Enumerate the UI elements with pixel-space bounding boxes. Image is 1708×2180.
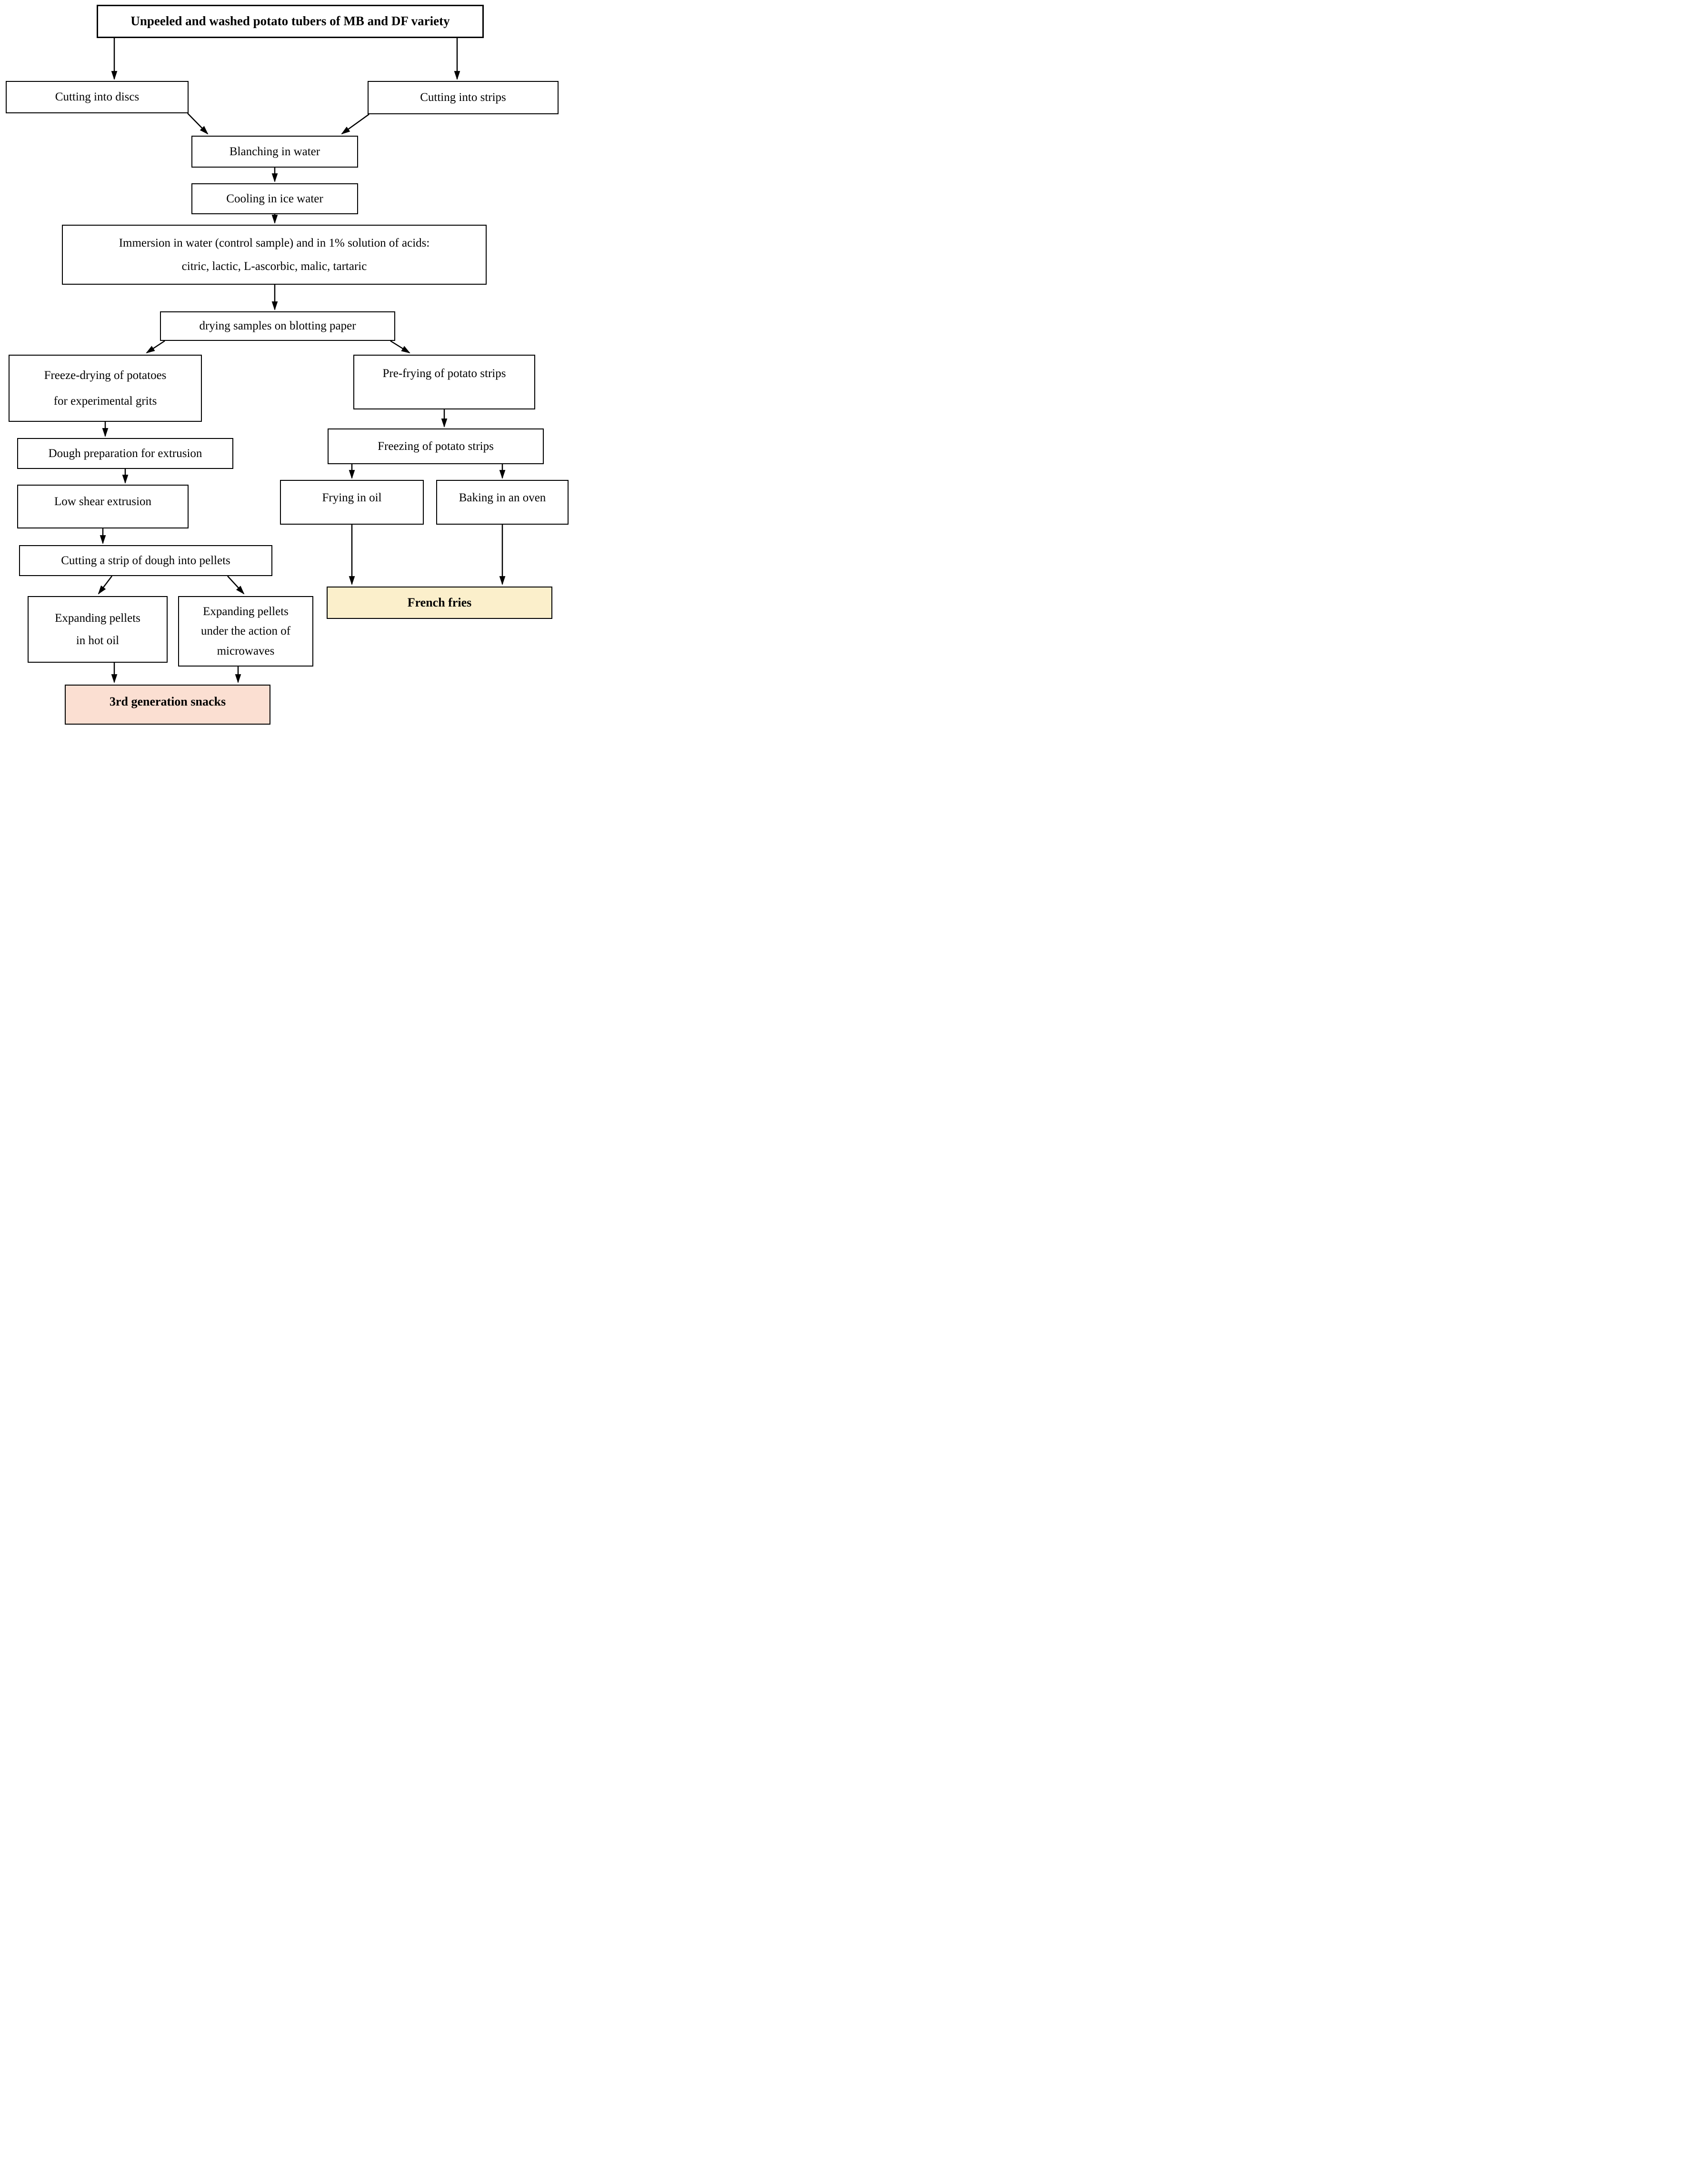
node-label: Pre-frying of potato strips	[382, 367, 506, 380]
node-label: Low shear extrusion	[54, 495, 152, 508]
arrow-discs-to-blanching	[187, 113, 209, 135]
node-unpeeled-washed-potato-tubers: Unpeeled and washed potato tubers of MB …	[97, 5, 484, 38]
node-label: Frying in oil	[322, 491, 382, 504]
node-expanding-pellets-hot-oil: Expanding pellets in hot oil	[28, 596, 168, 663]
node-expanding-pellets-microwaves: Expanding pellets under the action of mi…	[178, 596, 313, 667]
node-cooling-in-ice-water: Cooling in ice water	[191, 183, 358, 214]
node-cutting-dough-into-pellets: Cutting a strip of dough into pellets	[19, 545, 272, 576]
node-label-line2: under the action of	[200, 625, 291, 638]
node-label: Cutting a strip of dough into pellets	[61, 554, 230, 567]
node-label-line3: microwaves	[217, 645, 275, 658]
node-freeze-drying-for-grits: Freeze-drying of potatoes for experiment…	[9, 355, 202, 422]
node-freezing-potato-strips: Freezing of potato strips	[328, 428, 544, 464]
node-label: Unpeeled and washed potato tubers of MB …	[130, 14, 450, 29]
node-label: Baking in an oven	[459, 491, 546, 504]
node-dough-preparation-extrusion: Dough preparation for extrusion	[17, 438, 233, 469]
arrow-pellets-to-expanding-oil	[98, 576, 112, 595]
arrow-strips-to-blanching	[341, 113, 370, 135]
node-label-line1: Immersion in water (control sample) and …	[119, 237, 430, 250]
node-label-line1: Expanding pellets	[55, 612, 140, 625]
node-label-line1: Expanding pellets	[203, 605, 289, 618]
node-label: 3rd generation snacks	[109, 695, 226, 708]
node-cutting-into-discs: Cutting into discs	[6, 81, 189, 113]
node-drying-samples-blotting-paper: drying samples on blotting paper	[160, 311, 395, 341]
node-immersion-in-acid-solutions: Immersion in water (control sample) and …	[62, 225, 487, 285]
flowchart-canvas: Unpeeled and washed potato tubers of MB …	[0, 0, 569, 727]
node-label: Cutting into discs	[55, 90, 140, 104]
node-blanching-in-water: Blanching in water	[191, 136, 358, 168]
arrow-drying-to-freeze-drying	[146, 340, 165, 354]
node-label-line2: for experimental grits	[53, 394, 157, 408]
node-label: Dough preparation for extrusion	[48, 447, 202, 460]
node-label: Cutting into strips	[420, 91, 506, 104]
node-label-line2: citric, lactic, L-ascorbic, malic, tarta…	[181, 259, 367, 273]
node-label-line2: in hot oil	[76, 634, 120, 647]
node-frying-in-oil: Frying in oil	[280, 480, 424, 525]
arrow-pellets-to-expanding-micro	[227, 576, 245, 595]
node-french-fries: French fries	[327, 587, 552, 619]
arrow-drying-to-pre-frying	[390, 340, 410, 354]
node-label: Freezing of potato strips	[378, 439, 494, 453]
node-label: drying samples on blotting paper	[199, 319, 356, 333]
node-cutting-into-strips: Cutting into strips	[368, 81, 559, 114]
node-label: Blanching in water	[229, 145, 320, 158]
node-3rd-generation-snacks: 3rd generation snacks	[65, 685, 270, 725]
node-baking-in-an-oven: Baking in an oven	[436, 480, 569, 525]
node-low-shear-extrusion: Low shear extrusion	[17, 485, 189, 528]
node-label: French fries	[407, 595, 472, 609]
node-label-line1: Freeze-drying of potatoes	[44, 369, 167, 382]
node-pre-frying-potato-strips: Pre-frying of potato strips	[353, 355, 535, 409]
node-label: Cooling in ice water	[226, 192, 323, 205]
